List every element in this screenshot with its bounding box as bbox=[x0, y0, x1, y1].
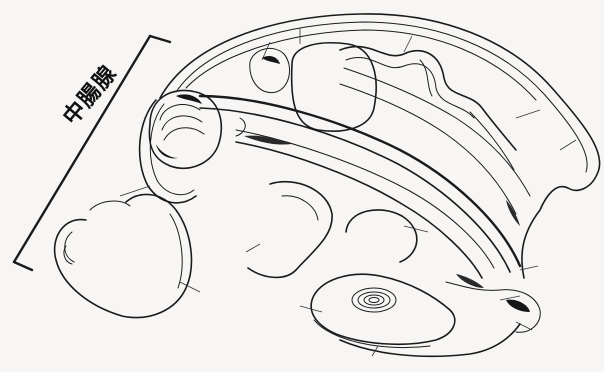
shell-organ bbox=[55, 194, 192, 317]
coiled-organ bbox=[149, 90, 221, 168]
gill-organ bbox=[248, 182, 417, 278]
dorsal-folds bbox=[340, 47, 516, 170]
curved-duct bbox=[140, 100, 196, 203]
body-outline bbox=[160, 14, 600, 278]
ventral-outline bbox=[340, 274, 540, 356]
intestinal-tubes bbox=[200, 68, 530, 278]
spiral-organ bbox=[311, 274, 455, 347]
